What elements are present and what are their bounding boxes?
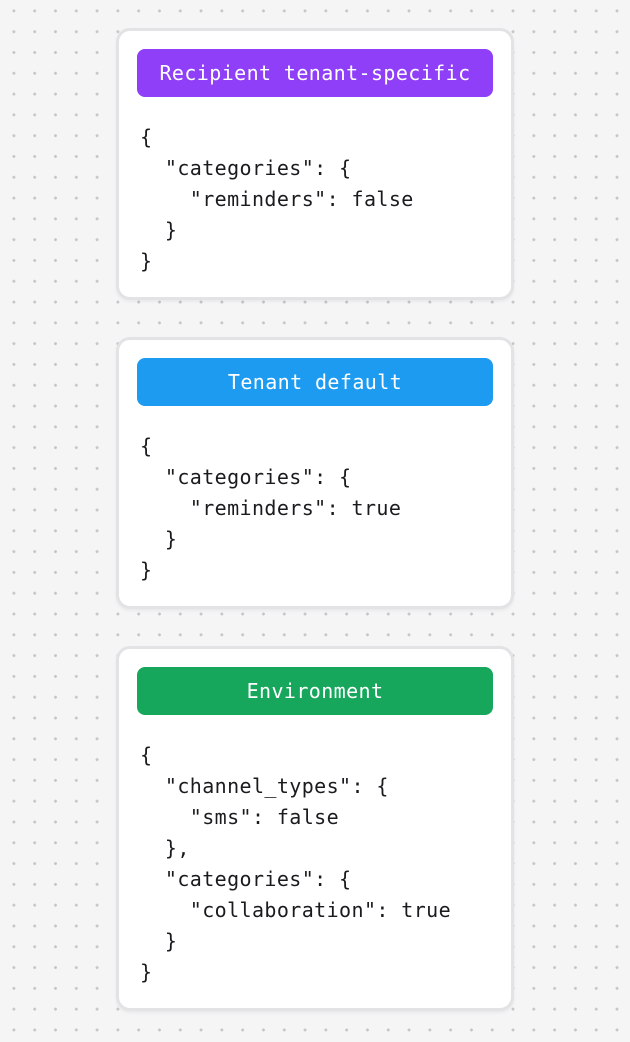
json-code-line: {: [140, 743, 153, 767]
json-code-line: "reminders": false: [140, 187, 414, 211]
card-recipient-tenant-specific: Recipient tenant-specific { "categories"…: [116, 28, 514, 300]
environment-badge: Environment: [137, 667, 493, 715]
json-code-line: "channel_types": {: [140, 774, 389, 798]
json-code-line: "sms": false: [140, 805, 340, 829]
json-code-block: { "categories": { "reminders": false } }: [137, 122, 493, 277]
json-code-block: { "channel_types": { "sms": false }, "ca…: [137, 740, 493, 988]
recipient-tenant-specific-badge: Recipient tenant-specific: [137, 49, 493, 97]
card-tenant-default: Tenant default { "categories": { "remind…: [116, 337, 514, 609]
json-code-line: }: [140, 527, 178, 551]
json-code-line: }: [140, 929, 178, 953]
json-code-line: }: [140, 960, 153, 984]
dotted-canvas: Recipient tenant-specific { "categories"…: [116, 28, 514, 1011]
json-code-block: { "categories": { "reminders": true } }: [137, 431, 493, 586]
json-code-line: "categories": {: [140, 465, 352, 489]
json-code-line: "categories": {: [140, 156, 352, 180]
json-code-line: }: [140, 249, 153, 273]
json-code-line: "collaboration": true: [140, 898, 452, 922]
json-code-line: "categories": {: [140, 867, 352, 891]
tenant-default-badge: Tenant default: [137, 358, 493, 406]
json-code-line: {: [140, 125, 153, 149]
json-code-line: },: [140, 836, 190, 860]
json-code-line: "reminders": true: [140, 496, 402, 520]
card-environment: Environment { "channel_types": { "sms": …: [116, 646, 514, 1011]
json-code-line: }: [140, 558, 153, 582]
json-code-line: {: [140, 434, 153, 458]
json-code-line: }: [140, 218, 178, 242]
